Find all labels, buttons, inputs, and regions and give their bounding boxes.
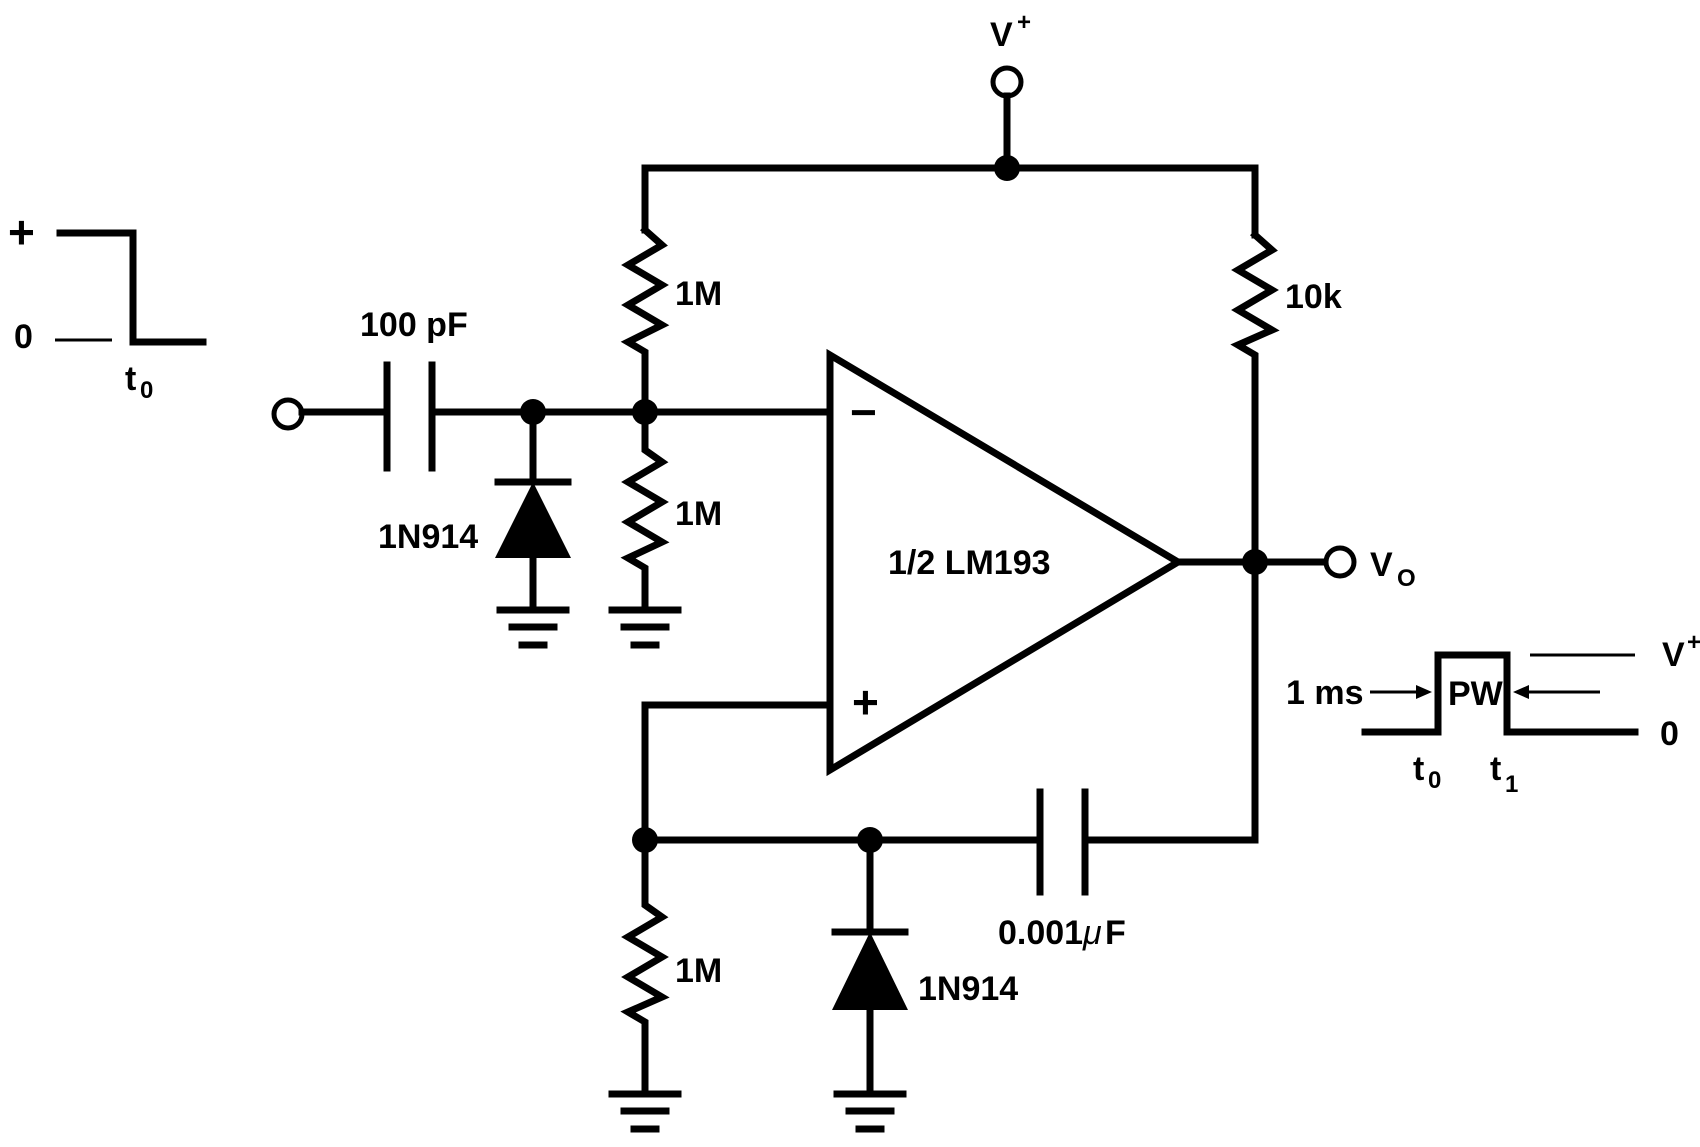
ground-resistor-feedback xyxy=(608,1090,682,1133)
junction-supply xyxy=(994,155,1020,181)
resistor-bottom-1m-label: 1M xyxy=(675,495,722,533)
output-waveform-t1: t xyxy=(1490,750,1501,788)
diode-feedback-label: 1N914 xyxy=(918,970,1018,1008)
output-waveform-t1-sub: 1 xyxy=(1505,771,1518,798)
output-feedback-wire xyxy=(1081,558,1259,844)
input-waveform xyxy=(55,229,207,346)
capacitor-input-label: 100 pF xyxy=(360,306,468,344)
output-waveform-t0: t xyxy=(1413,750,1424,788)
svg-text:0.001: 0.001 xyxy=(998,914,1083,952)
output-waveform-t0-sub: 0 xyxy=(1428,767,1441,794)
noninverting-sign: + xyxy=(852,676,879,728)
output-label: V xyxy=(1370,546,1393,584)
diode-input-label: 1N914 xyxy=(378,518,478,556)
resistor-feedback-1m xyxy=(620,836,670,1096)
output-waveform xyxy=(1361,651,1639,736)
input-terminal xyxy=(271,397,305,431)
output-label-sub: O xyxy=(1397,565,1416,592)
comparator-label: 1/2 LM193 xyxy=(888,544,1051,582)
diode-feedback xyxy=(831,836,909,1096)
comparator-symbol xyxy=(826,348,1185,777)
top-rail xyxy=(641,164,1259,239)
svg-text:μ: μ xyxy=(1082,914,1102,952)
input-waveform-plus: + xyxy=(8,206,35,258)
resistor-feedback-label: 1M xyxy=(675,952,722,990)
input-waveform-zero: 0 xyxy=(14,318,33,356)
supply-label: V xyxy=(990,16,1013,54)
output-waveform-v-sup: + xyxy=(1687,629,1700,656)
svg-text:F: F xyxy=(1105,914,1126,952)
output-waveform-pw: PW xyxy=(1448,675,1504,713)
resistor-top-1m-label: 1M xyxy=(675,275,722,313)
supply-label-sup: + xyxy=(1017,9,1031,36)
output-waveform-v: V xyxy=(1662,636,1685,674)
ground-resistor-left xyxy=(608,606,682,649)
output-waveform-width: 1 ms xyxy=(1286,674,1364,712)
resistor-pullup-10k xyxy=(1230,230,1280,566)
noninverting-wire xyxy=(641,701,834,844)
output-waveform-zero: 0 xyxy=(1660,715,1679,753)
resistor-bottom-1m xyxy=(620,408,670,612)
diode-input xyxy=(494,408,572,612)
ground-diode-feedback xyxy=(833,1090,907,1133)
resistor-pullup-label: 10k xyxy=(1285,278,1342,316)
supply-terminal xyxy=(990,65,1024,172)
ground-diode-input xyxy=(496,606,570,649)
input-waveform-t0-sub: 0 xyxy=(140,377,153,404)
input-waveform-t0: t xyxy=(125,360,136,398)
inverting-sign: − xyxy=(850,386,877,438)
capacitor-timing-label: 0.001 μ F xyxy=(998,914,1126,952)
output-terminal xyxy=(1323,545,1357,579)
resistor-top-1m xyxy=(620,225,670,416)
